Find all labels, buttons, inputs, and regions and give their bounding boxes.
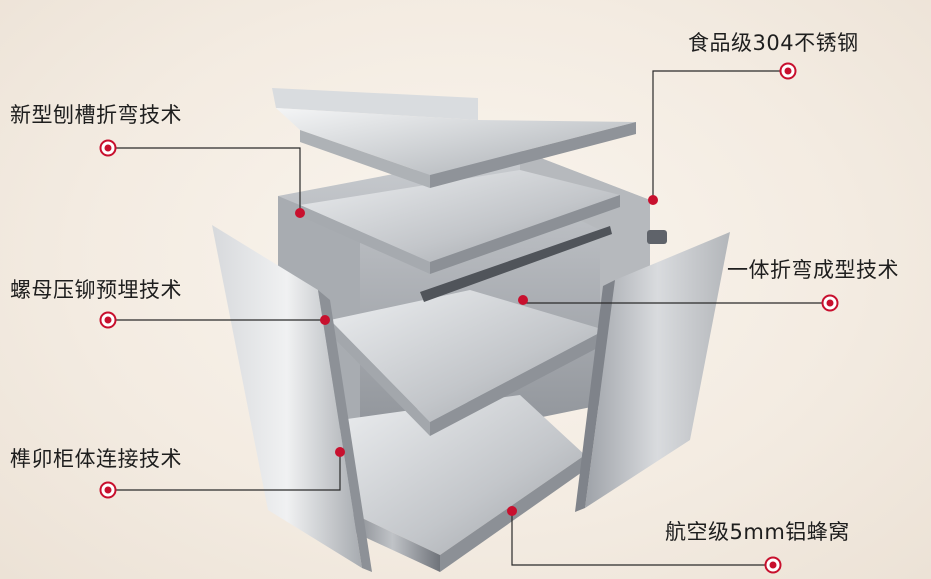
- base-honeycomb-plate: [340, 395, 585, 572]
- right-door: [575, 230, 730, 512]
- callout-label-nut-riveting: 螺母压铆预埋技术: [10, 278, 182, 302]
- callout-line-3: [652, 70, 788, 200]
- callout-label-mortise-tenon: 榫卯柜体连接技术: [10, 447, 182, 471]
- ring-markers: [99, 62, 839, 574]
- left-door: [212, 225, 372, 572]
- callout-label-groove-bending: 新型刨槽折弯技术: [10, 103, 182, 127]
- callout-line-2: [108, 452, 341, 491]
- lower-shelf: [330, 290, 605, 436]
- callout-line-0: [108, 147, 301, 213]
- callout-label-food-grade-steel: 食品级304不锈钢: [688, 31, 859, 55]
- anchor-dot-4: [518, 295, 528, 305]
- anchor-dot-3: [648, 195, 658, 205]
- ring-marker-0: [99, 139, 117, 157]
- hinge-icon: [647, 230, 667, 244]
- anchor-dots: [295, 195, 658, 516]
- anchor-dot-2: [335, 447, 345, 457]
- anchor-dot-0: [295, 208, 305, 218]
- callout-label-one-piece-bending: 一体折弯成型技术: [727, 258, 899, 282]
- callout-line-5: [511, 511, 773, 566]
- anchor-dot-1: [320, 315, 330, 325]
- ring-marker-2: [99, 481, 117, 499]
- ring-marker-3: [779, 62, 797, 80]
- callout-label-aluminum-honeycomb: 航空级5mm铝蜂窝: [665, 520, 850, 544]
- middle-shelf: [300, 170, 620, 302]
- ring-marker-5: [764, 556, 782, 574]
- ring-marker-4: [821, 294, 839, 312]
- anchor-dot-5: [507, 506, 517, 516]
- ring-marker-1: [99, 311, 117, 329]
- countertop: [272, 88, 636, 188]
